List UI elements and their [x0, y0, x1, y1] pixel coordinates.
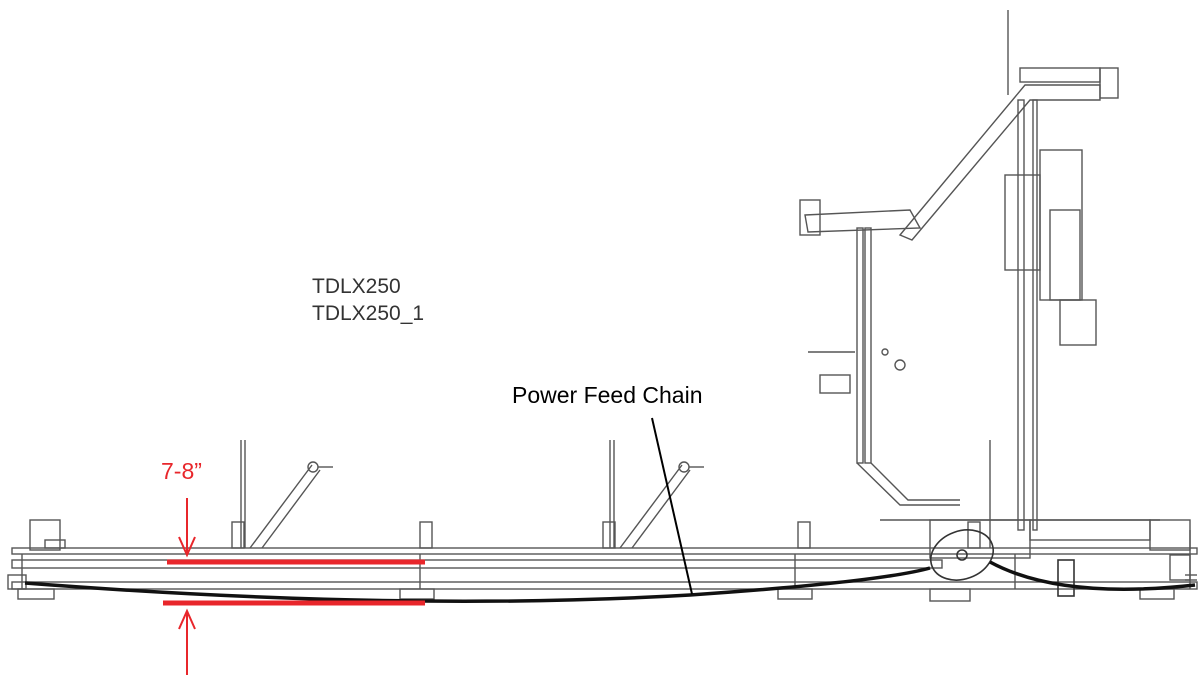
drive-sprocket — [930, 529, 1075, 597]
model-label-secondary: TDLX250_1 — [312, 302, 425, 325]
log-bunks — [231, 440, 991, 549]
power-feed-chain-label: Power Feed Chain — [512, 382, 703, 408]
power-feed-chain — [24, 560, 1196, 604]
upper-arrow — [178, 498, 196, 558]
sawmill-head — [799, 10, 1160, 559]
measurement-marks — [163, 498, 425, 675]
chain-callout-leader — [651, 417, 693, 595]
track-feet — [17, 588, 1175, 602]
chain-sag-measurement-label: 7-8” — [161, 458, 202, 484]
lower-arrow — [178, 608, 196, 675]
model-label-primary: TDLX250 — [312, 275, 401, 298]
